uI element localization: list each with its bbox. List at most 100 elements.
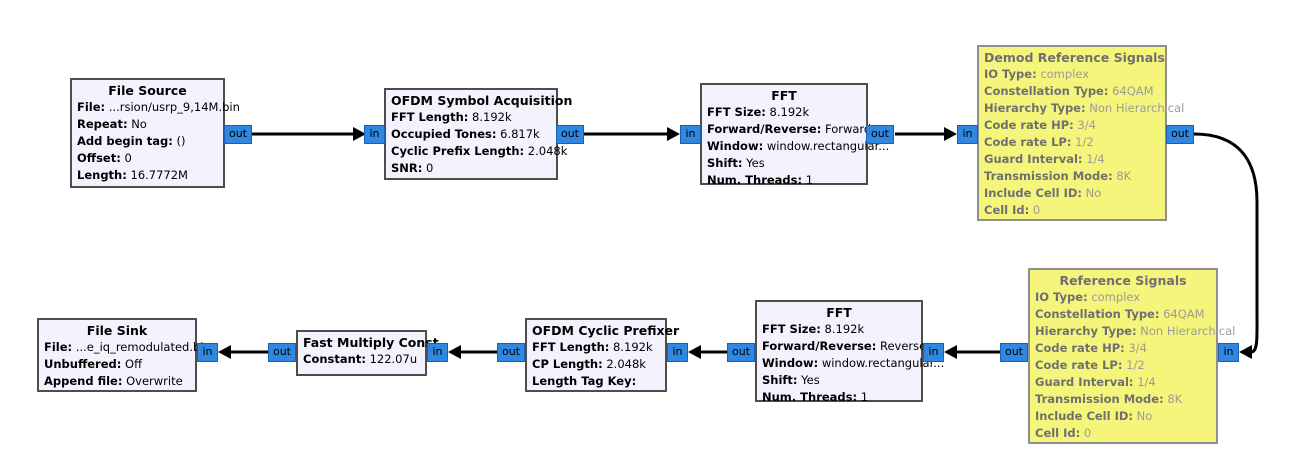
block-param: CP Length: 2.048k [532, 356, 660, 373]
port-in[interactable]: in [1218, 343, 1239, 362]
block-param: Shift: Yes [762, 372, 916, 389]
param-value: complex [1091, 290, 1141, 304]
param-value: 8.192k [472, 110, 512, 124]
param-value: 16.7772M [130, 168, 188, 182]
port-out[interactable]: out [1000, 343, 1028, 362]
wire-arrow-icon [218, 345, 231, 359]
connection-wire[interactable] [1193, 132, 1259, 354]
param-value: 8.192k [769, 105, 810, 119]
port-in[interactable]: in [957, 125, 978, 144]
param-label: Code rate LP: [984, 135, 1072, 149]
port-in[interactable]: in [427, 343, 448, 362]
block-param: Forward/Reverse: Forward [707, 121, 871, 138]
port-in[interactable]: in [197, 343, 218, 362]
param-value: 0 [1083, 426, 1092, 440]
param-value: window.rectangular... [766, 139, 890, 153]
block-reference-signals[interactable]: Reference Signals IO Type: complex Const… [1028, 268, 1235, 444]
block-param: Constellation Type: 64QAM [984, 83, 1160, 100]
param-value: Off [125, 357, 143, 371]
block-title: Fast Multiply Const [303, 335, 439, 350]
param-value: Reverse [879, 339, 927, 353]
param-label: Code rate LP: [1035, 358, 1123, 372]
param-label: Window: [707, 139, 764, 153]
param-value: No [1136, 409, 1153, 423]
wire-arrow-icon [448, 345, 461, 359]
block-param: Occupied Tones: 6.817k [391, 126, 551, 143]
param-label: Constellation Type: [1035, 307, 1160, 321]
block-param: FFT Length: 8.192k [391, 109, 551, 126]
param-label: IO Type: [984, 67, 1037, 81]
block-title: FFT [771, 88, 797, 103]
param-label: Forward/Reverse: [762, 339, 877, 353]
param-value: 1 [805, 173, 814, 187]
param-value: 1/2 [1075, 135, 1094, 149]
port-out[interactable]: out [497, 343, 525, 362]
param-value: No [1085, 186, 1102, 200]
block-param: Unbuffered: Off [44, 356, 190, 373]
port-out[interactable]: out [727, 343, 755, 362]
port-out[interactable]: out [556, 125, 584, 144]
port-out[interactable]: out [1166, 125, 1194, 144]
port-out[interactable]: out [866, 125, 894, 144]
port-in[interactable]: in [680, 125, 701, 144]
param-label: Length Tag Key: [532, 374, 637, 388]
param-value: 0 [1032, 203, 1041, 217]
param-label: Cell Id: [984, 203, 1030, 217]
block-fft-reverse[interactable]: FFT FFT Size: 8.192k Forward/Reverse: Re… [755, 300, 944, 404]
block-title: FFT [826, 305, 852, 320]
param-value: 3/4 [1128, 341, 1147, 355]
port-in[interactable]: in [667, 343, 688, 362]
block-fast-multiply-const[interactable]: Fast Multiply Const Constant: 122.07u [296, 330, 439, 376]
block-param: Guard Interval: 1/4 [984, 151, 1160, 168]
port-in[interactable]: in [364, 125, 385, 144]
block-fft-forward[interactable]: FFT FFT Size: 8.192k Forward/Reverse: Fo… [700, 83, 889, 187]
block-param: Repeat: No [77, 116, 218, 133]
param-label: Offset: [77, 151, 121, 165]
param-label: IO Type: [1035, 290, 1088, 304]
param-value: 3/4 [1077, 118, 1096, 132]
param-value: Non Hierarchical [1089, 101, 1185, 115]
param-value: 1/2 [1126, 358, 1145, 372]
param-value: Overwrite [126, 374, 183, 388]
block-param: Code rate LP: 1/2 [1035, 357, 1211, 374]
param-label: Include Cell ID: [984, 186, 1082, 200]
block-title: File Source [108, 83, 187, 98]
param-label: Window: [762, 356, 819, 370]
block-param: Constellation Type: 64QAM [1035, 306, 1211, 323]
param-value: 8K [1116, 169, 1132, 183]
block-param: Num. Threads: 1 [707, 172, 861, 189]
param-label: Guard Interval: [984, 152, 1083, 166]
block-file-sink[interactable]: File Sink File: ...e_iq_remodulated.bin … [37, 318, 211, 392]
param-label: Length: [77, 168, 127, 182]
port-out[interactable]: out [268, 343, 296, 362]
block-param: Append file: Overwrite [44, 373, 190, 390]
param-label: Guard Interval: [1035, 375, 1134, 389]
wire-arrow-icon [944, 345, 957, 359]
block-param: FFT Size: 8.192k [707, 104, 861, 121]
block-param: Cyclic Prefix Length: 2.048k [391, 143, 567, 160]
param-label: Hierarchy Type: [1035, 324, 1137, 338]
port-in[interactable]: in [923, 343, 944, 362]
param-value: 0 [124, 151, 132, 165]
block-demod-reference-signals[interactable]: Demod Reference Signals IO Type: complex… [977, 45, 1184, 221]
wire-arrow-icon [1239, 345, 1252, 359]
param-value: 122.07u [369, 352, 418, 366]
block-ofdm-cyclic-prefixer[interactable]: OFDM Cyclic Prefixer FFT Length: 8.192k … [525, 318, 679, 392]
port-out[interactable]: out [224, 125, 252, 144]
block-param: Hierarchy Type: Non Hierarchical [984, 100, 1184, 117]
param-label: File: [44, 340, 73, 354]
block-file-source[interactable]: File Source File: ...rsion/usrp_9,14M.bi… [70, 78, 240, 188]
param-label: Unbuffered: [44, 357, 122, 371]
block-param: File: ...rsion/usrp_9,14M.bin [77, 99, 240, 116]
param-label: Forward/Reverse: [707, 122, 822, 136]
param-label: CP Length: [532, 357, 603, 371]
block-ofdm-symbol-acquisition[interactable]: OFDM Symbol Acquisition FFT Length: 8.19… [384, 88, 572, 180]
block-param: Shift: Yes [707, 155, 861, 172]
param-label: Shift: [707, 156, 743, 170]
param-value: complex [1040, 67, 1090, 81]
block-title: Demod Reference Signals [984, 50, 1165, 65]
block-param: Code rate LP: 1/2 [984, 134, 1160, 151]
param-label: Constellation Type: [984, 84, 1109, 98]
param-value: ...e_iq_remodulated.bin [75, 340, 211, 354]
param-value: ...rsion/usrp_9,14M.bin [108, 100, 240, 114]
